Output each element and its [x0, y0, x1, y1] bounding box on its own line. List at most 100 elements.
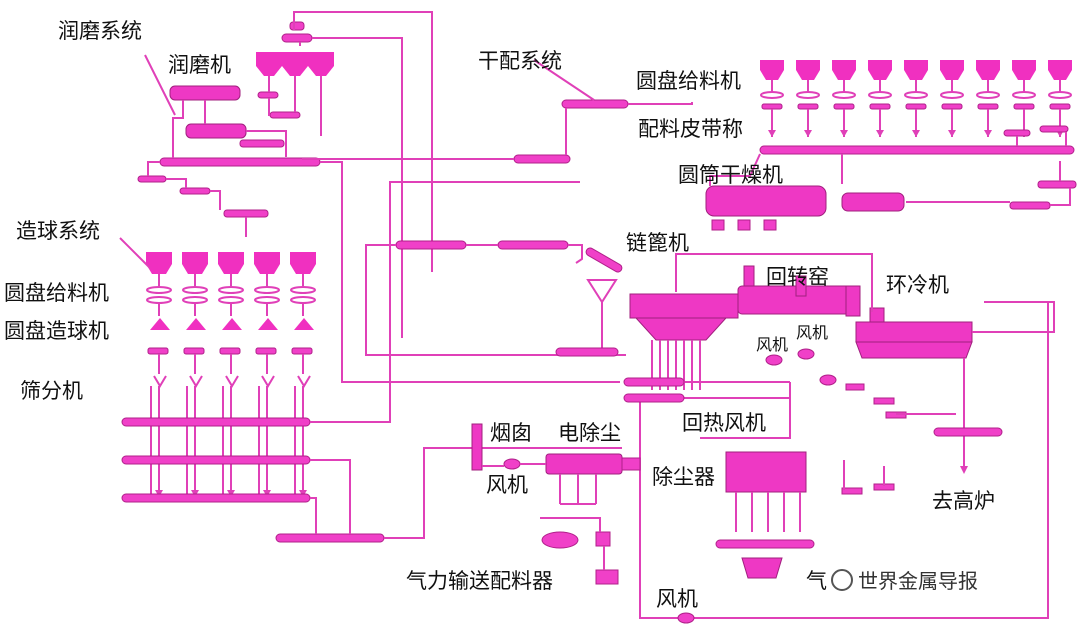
- bottom-conveyor: [275, 533, 385, 543]
- top-hopper: [832, 60, 856, 80]
- column-line: [294, 274, 311, 496]
- top-hopper: [1048, 60, 1072, 80]
- top-belt-scale: [941, 103, 963, 110]
- dust-collector: [725, 451, 807, 493]
- labels: 润磨系统 润磨机 干配系统 圆盘给料机 配料皮带称 圆筒干燥机 造球系统 圆盘给…: [4, 19, 995, 611]
- left-disc-feeder: [182, 286, 208, 294]
- label-fan-2: 风机: [796, 323, 828, 342]
- top-belt-scale: [869, 103, 891, 110]
- label-disc-feeder-left: 圆盘给料机: [4, 281, 109, 305]
- top-belt-scale: [905, 103, 927, 110]
- label-drum-dryer: 圆筒干燥机: [678, 163, 783, 187]
- mill-collect-conveyor: [159, 157, 321, 167]
- disc-pelletizer: [186, 318, 206, 330]
- cooler-fan-3: [873, 397, 895, 405]
- top-disc-feeder: [868, 91, 892, 99]
- pneumatic-pump: [541, 531, 579, 549]
- top-disc-feeder: [976, 91, 1000, 99]
- top-disc-feeder: [1012, 91, 1036, 99]
- label-fan-left: 风机: [486, 473, 528, 497]
- left-hopper: [290, 252, 316, 274]
- label-grate: 链篦机: [626, 231, 689, 255]
- induration-section: [365, 240, 1055, 619]
- top-disc-feeder: [760, 91, 784, 99]
- cooler-feed: [869, 307, 885, 323]
- chimney: [471, 423, 483, 471]
- column-line: [186, 274, 203, 496]
- pellet-conveyor: [147, 347, 169, 355]
- label-screen: 筛分机: [20, 379, 83, 403]
- mill-hopper-3: [308, 52, 334, 76]
- belt-small-1: [1003, 129, 1031, 137]
- bottom-fan: [677, 612, 695, 624]
- top-hopper: [796, 60, 820, 80]
- dust-conveyor: [715, 539, 815, 549]
- left-disc-feeder: [290, 286, 316, 294]
- kiln-tyre-1: [743, 265, 755, 287]
- product-conveyor: [933, 427, 1003, 437]
- lubrication-mill-1: [169, 85, 241, 101]
- screen-conveyor-3: [121, 493, 311, 503]
- feed-conveyor: [555, 347, 619, 357]
- left-hopper: [182, 252, 208, 274]
- top-belt-scale: [977, 103, 999, 110]
- top-disc-feeder: [940, 91, 964, 99]
- top-arrow: [912, 130, 920, 137]
- left-disc-feeder-2: [254, 296, 280, 304]
- cooler-hoods: [855, 341, 973, 359]
- top-hopper: [868, 60, 892, 80]
- top-disc-feeder: [796, 91, 820, 99]
- screen-conveyor-1: [121, 417, 311, 427]
- return-conveyor-2: [623, 393, 685, 403]
- top-arrow: [984, 130, 992, 137]
- left-conveyor-3: [223, 209, 269, 218]
- esp-outlet: [621, 457, 641, 471]
- grate-windboxes: [634, 317, 728, 341]
- dry-batching-section: [302, 59, 1077, 231]
- top-belt-scale: [797, 103, 819, 110]
- top-belt-scale: [833, 103, 855, 110]
- top-arrow: [840, 130, 848, 137]
- pelletizer-columns: [146, 252, 316, 497]
- watermark-icon: [831, 569, 853, 591]
- left-conveyor-2: [179, 187, 211, 195]
- top-hopper: [940, 60, 964, 80]
- left-disc-feeder-2: [182, 296, 208, 304]
- dryer-out-conveyor: [1009, 201, 1051, 210]
- dryer-burner: [841, 192, 905, 212]
- label-rotary-kiln: 回转窑: [766, 265, 829, 289]
- label-pelletizing-system: 造球系统: [16, 219, 100, 243]
- top-hopper: [1012, 60, 1036, 80]
- top-arrow: [948, 130, 956, 137]
- top-disc-feeder: [904, 91, 928, 99]
- left-disc-feeder-2: [290, 296, 316, 304]
- kiln-head: [845, 285, 861, 317]
- kiln-fan-2: [797, 348, 815, 360]
- drum-dryer: [705, 185, 827, 217]
- top-small-conveyor-2: [289, 21, 305, 31]
- column-line: [258, 274, 275, 496]
- left-disc-feeder: [218, 286, 244, 294]
- pelletizing-section: [119, 181, 622, 543]
- left-hopper: [146, 252, 172, 274]
- pellet-conveyor: [255, 347, 277, 355]
- dryer-feed-conveyor: [1037, 180, 1077, 189]
- dust-bin: [741, 557, 783, 579]
- label-esp: 电除尘: [558, 421, 621, 445]
- grate-machine: [629, 293, 739, 319]
- lubrication-mill-2: [185, 123, 247, 139]
- kiln-fan-1: [765, 354, 783, 366]
- top-hopper: [904, 60, 928, 80]
- roller-screen: [585, 247, 623, 273]
- left-disc-feeder-2: [218, 296, 244, 304]
- label-disc-feeder-top: 圆盘给料机: [636, 69, 741, 93]
- mill-hopper-1: [256, 52, 282, 76]
- cooler-fan-5: [841, 487, 863, 495]
- mill-small-conveyor: [269, 111, 301, 119]
- label-batching-belt-scale: 配料皮带称: [638, 117, 743, 141]
- label-to-blast-furnace: 去高炉: [932, 489, 995, 513]
- column-line: [150, 274, 167, 496]
- label-disc-pelletizer: 圆盘造球机: [4, 319, 109, 343]
- label-heat-return-fan: 回热风机: [682, 411, 766, 435]
